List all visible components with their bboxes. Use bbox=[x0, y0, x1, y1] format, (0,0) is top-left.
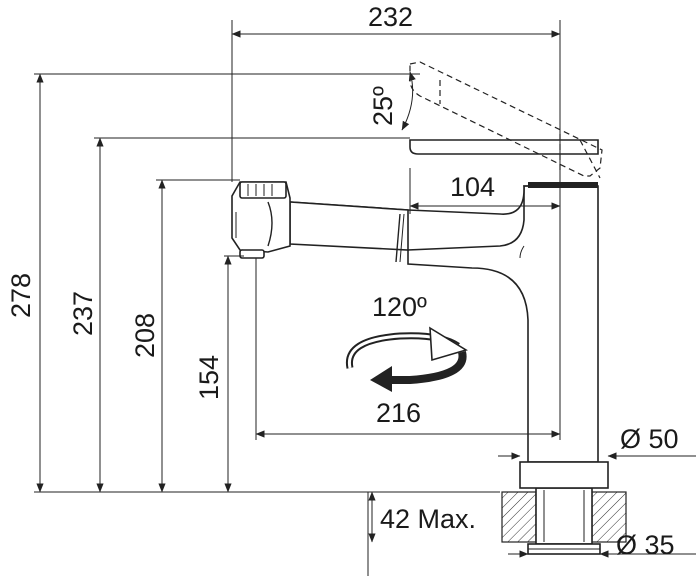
label-lever-offset: 104 bbox=[450, 172, 495, 202]
label-total-width: 232 bbox=[368, 2, 413, 32]
label-body-diameter: Ø 50 bbox=[620, 424, 679, 454]
label-height-spout-top: 237 bbox=[68, 291, 98, 336]
label-height-spray-head: 208 bbox=[130, 313, 160, 358]
label-lever-angle: 25º bbox=[368, 86, 398, 126]
spray-head bbox=[231, 181, 291, 259]
dimension-lines bbox=[36, 30, 620, 558]
label-mounting-thickness: 42 Max. bbox=[380, 504, 476, 534]
rotation-arrow-icon bbox=[345, 326, 468, 392]
lever-raised-dashed bbox=[409, 61, 603, 179]
label-thread-diameter: Ø 35 bbox=[616, 530, 675, 560]
label-rotation: 120º bbox=[372, 292, 427, 322]
label-height-outlet: 154 bbox=[194, 355, 224, 400]
extension-lines bbox=[34, 20, 696, 576]
label-reach: 216 bbox=[376, 398, 421, 428]
faucet-body bbox=[289, 139, 599, 463]
label-height-total: 278 bbox=[6, 273, 36, 318]
dimension-labels: 232 278 237 208 154 216 104 25º 120º Ø 5… bbox=[6, 2, 679, 560]
countertop-section bbox=[501, 461, 627, 555]
